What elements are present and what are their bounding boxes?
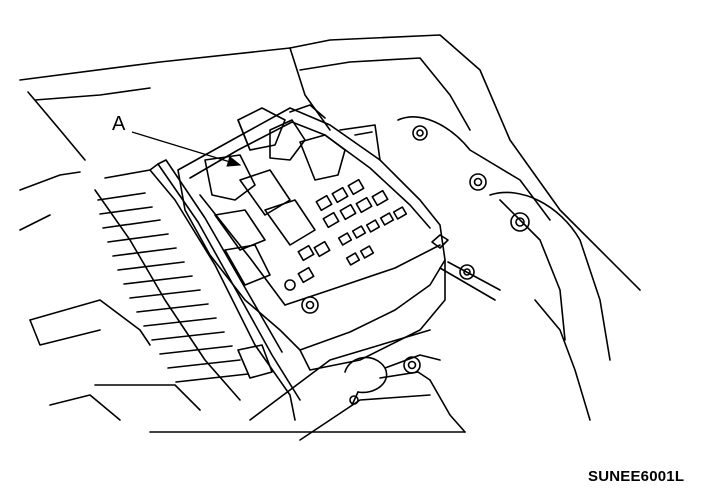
fuse-array — [297, 178, 408, 284]
air-duct-fins — [94, 159, 301, 421]
relay-blocks — [204, 104, 346, 286]
callout-label-a: A — [112, 113, 126, 135]
figure-code: SUNEE6001L — [588, 468, 685, 485]
body-panel-outlines — [19, 34, 641, 441]
battery-terminal-clamp — [344, 354, 441, 406]
callout-leader-line — [131, 131, 242, 167]
terminal-nuts — [284, 125, 530, 374]
fuse-relay-box — [177, 107, 446, 371]
